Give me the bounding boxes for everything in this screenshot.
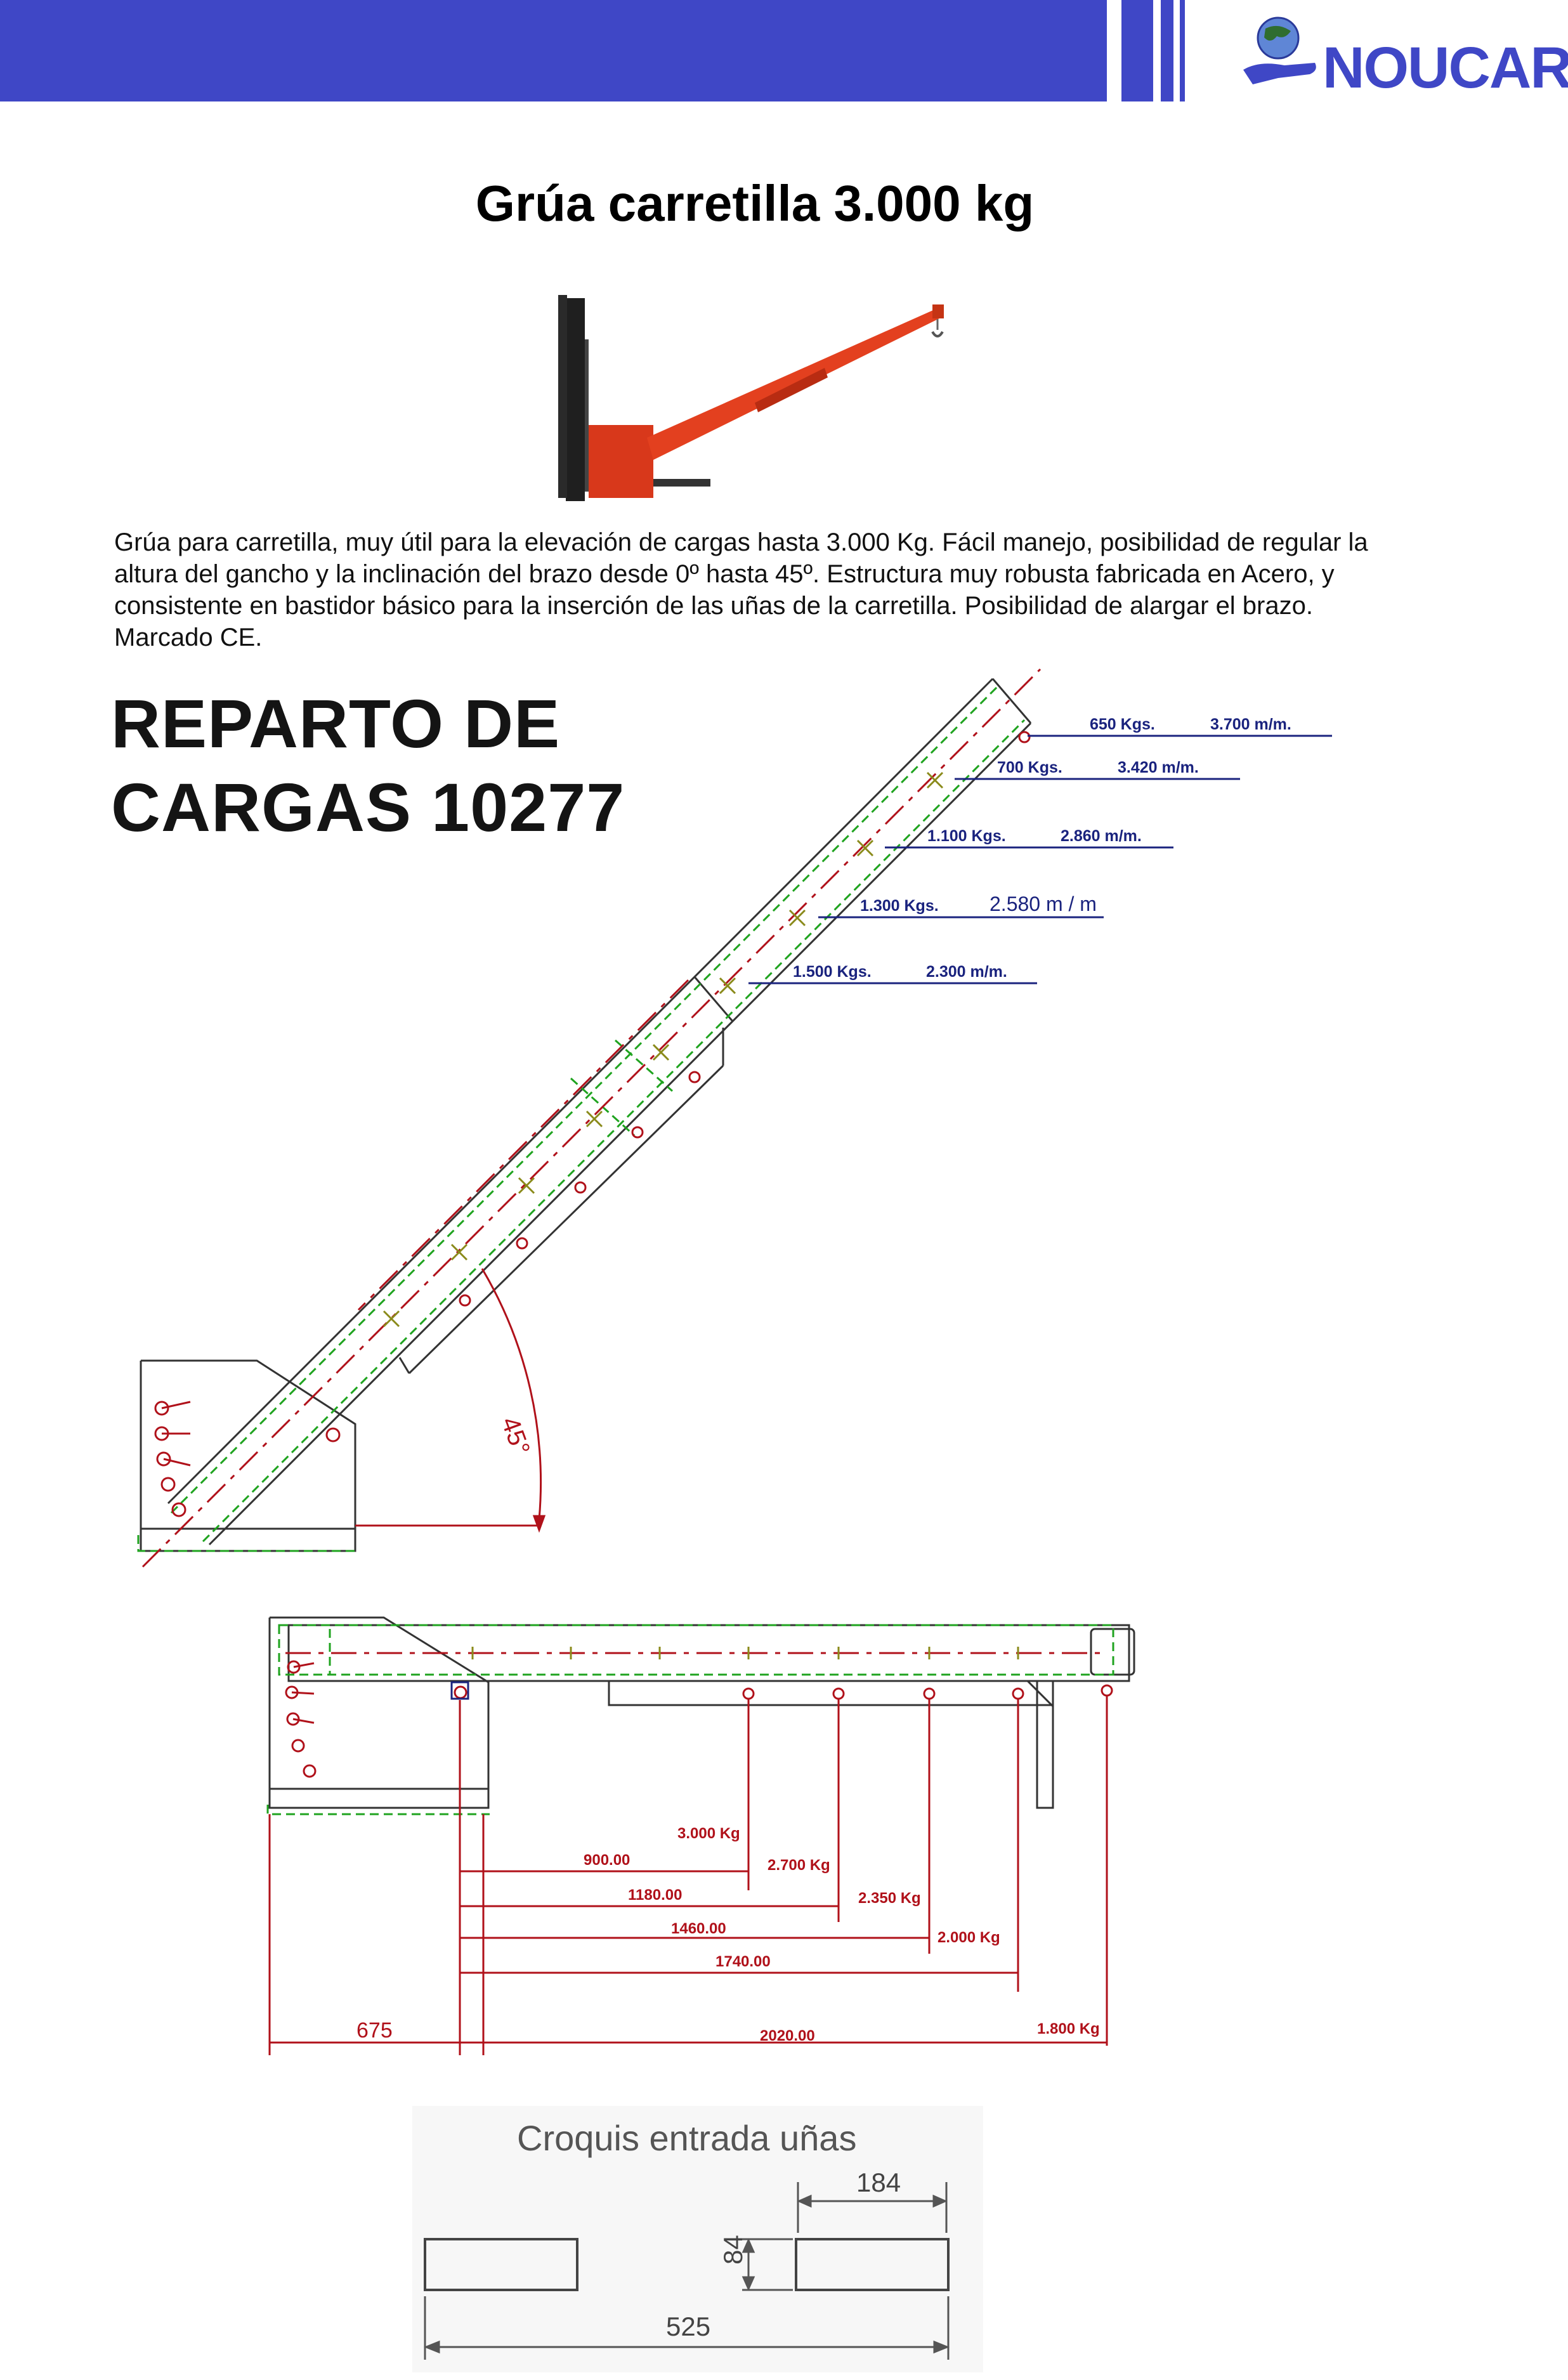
offset-label: 675	[356, 2018, 393, 2043]
reparto-line-1: REPARTO DE	[111, 685, 561, 762]
load-kg-1: 650 Kgs.	[1090, 716, 1155, 733]
logo-stripe	[1180, 0, 1185, 101]
load-kg-5: 1.500 Kgs.	[793, 963, 872, 981]
kg-1: 3.000 Kg	[677, 1825, 740, 1842]
angle-label: 45°	[496, 1413, 535, 1459]
croquis-title: Croquis entrada uñas	[517, 2118, 856, 2158]
crane-photo	[558, 295, 944, 501]
dim-1: 900.00	[584, 1852, 630, 1869]
logo-stripe	[1121, 0, 1153, 101]
horizontal-crane-diagram: 900.00 3.000 Kg 1180.00 2.700 Kg 1460.00…	[266, 1616, 1135, 2055]
kg-3: 2.350 Kg	[858, 1890, 921, 1907]
header-bar	[0, 0, 1107, 101]
croquis-width: 184	[856, 2168, 901, 2197]
product-description: Grúa para carretilla, muy útil para la e…	[114, 528, 1368, 651]
dim-5: 2020.00	[760, 2027, 815, 2044]
dim-2: 1180.00	[628, 1886, 682, 1904]
dim-4: 1740.00	[715, 1953, 771, 1970]
load-kg-2: 700 Kgs.	[997, 759, 1062, 776]
kg-4: 2.000 Kg	[938, 1929, 1000, 1946]
croquis-diagram: Croquis entrada uñas 184 84 525	[412, 2106, 983, 2372]
load-kg-4: 1.300 Kgs.	[860, 897, 939, 915]
logo-stripe	[1161, 0, 1173, 101]
brand-name: NOUCAR	[1323, 36, 1568, 100]
load-reach-5: 2.300 m/m.	[926, 963, 1007, 981]
load-reach-2: 3.420 m/m.	[1118, 759, 1199, 776]
kg-5: 1.800 Kg	[1037, 2020, 1100, 2037]
dim-3: 1460.00	[671, 1920, 726, 1937]
globe-hand-icon	[1243, 16, 1316, 84]
load-reach-3: 2.860 m/m.	[1061, 827, 1142, 845]
load-kg-3: 1.100 Kgs.	[927, 827, 1006, 845]
croquis-total: 525	[666, 2311, 710, 2341]
kg-2: 2.700 Kg	[768, 1857, 830, 1874]
page-title: Grúa carretilla 3.000 kg	[475, 175, 1035, 232]
croquis-height: 84	[718, 2235, 748, 2265]
reparto-line-2: CARGAS 10277	[111, 769, 625, 846]
reparto-heading: REPARTO DE CARGAS 10277	[111, 682, 625, 849]
brand-logo: NOUCAR	[1116, 0, 1568, 101]
load-reach-1: 3.700 m/m.	[1210, 716, 1291, 733]
load-reach-4: 2.580 m / m	[990, 893, 1097, 915]
inclined-crane-diagram: 45° 650 Kgs. 3.700 m/m. 700 Kgs. 3.420 m…	[137, 668, 1332, 1568]
